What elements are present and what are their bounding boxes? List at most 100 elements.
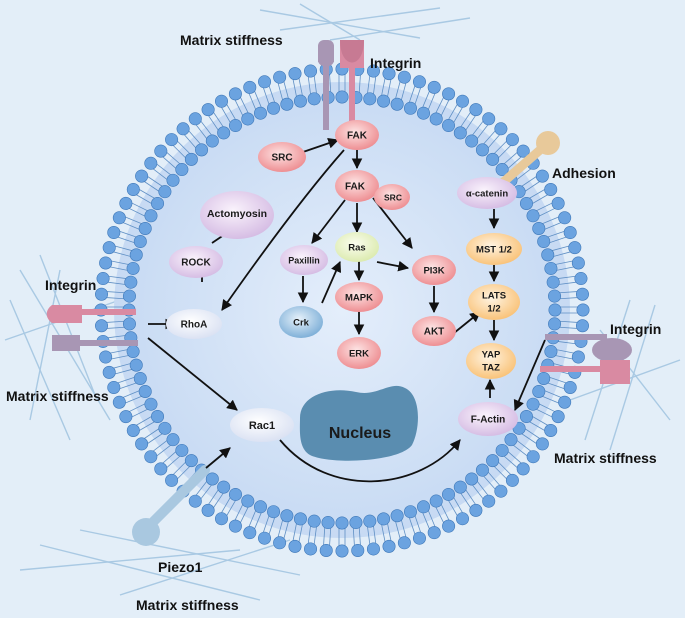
lipid-head bbox=[363, 92, 377, 106]
lipid-head bbox=[558, 395, 572, 409]
lipid-head bbox=[273, 536, 287, 550]
lipid-tail bbox=[358, 74, 361, 93]
lipid-head bbox=[351, 543, 365, 557]
paxillin-node: Paxillin bbox=[280, 245, 328, 275]
alpha-catenin-node: α-catenin bbox=[457, 177, 517, 209]
lipid-head bbox=[229, 487, 243, 501]
lipid-tail bbox=[277, 82, 284, 101]
lats-node: LATS 1/2 bbox=[468, 284, 520, 320]
lipid-head bbox=[158, 421, 172, 435]
lipid-tail bbox=[472, 484, 484, 500]
lipid-tail bbox=[408, 85, 416, 103]
lipid-tail bbox=[147, 433, 163, 444]
lipid-head bbox=[215, 94, 229, 108]
lipid-tail bbox=[248, 510, 257, 528]
lipid-tail bbox=[162, 451, 177, 464]
lipid-tail bbox=[358, 527, 361, 546]
adhesion-molecule bbox=[495, 131, 560, 190]
lipid-tail bbox=[381, 524, 386, 543]
lipid-tail bbox=[476, 124, 489, 140]
lipid-head bbox=[267, 505, 281, 519]
lipid-tail bbox=[460, 492, 471, 509]
lipid-tail bbox=[108, 275, 127, 279]
lipid-tail bbox=[277, 519, 284, 538]
lipid-head bbox=[307, 514, 321, 528]
lipid-head bbox=[217, 126, 231, 140]
lipid-head bbox=[122, 289, 136, 303]
lipid-tail bbox=[200, 484, 212, 500]
lipid-tail bbox=[373, 525, 377, 544]
lipid-head bbox=[390, 509, 404, 523]
lipid-head bbox=[563, 226, 577, 240]
lipid-head bbox=[551, 410, 565, 424]
lipid-tail bbox=[176, 140, 191, 155]
lipid-tail bbox=[532, 416, 549, 426]
lipid-tail bbox=[387, 523, 392, 541]
lipid-head bbox=[469, 103, 483, 117]
lipid-tail bbox=[542, 216, 560, 225]
lipid-tail bbox=[283, 81, 289, 99]
lipid-head bbox=[544, 423, 558, 437]
svg-text:AKT: AKT bbox=[424, 327, 445, 338]
lipid-head bbox=[397, 70, 411, 84]
lipid-tail bbox=[536, 202, 553, 212]
lipid-head bbox=[403, 505, 417, 519]
lipid-head bbox=[133, 371, 147, 385]
lipid-head bbox=[217, 480, 231, 494]
lipid-tail bbox=[254, 90, 262, 108]
lipid-tail bbox=[226, 103, 236, 120]
lipid-tail bbox=[106, 291, 125, 294]
lipid-head bbox=[363, 514, 377, 528]
rhoa-node: RhoA bbox=[166, 309, 222, 339]
lipid-head bbox=[188, 112, 202, 126]
lipid-head bbox=[154, 144, 168, 158]
lipid-tail bbox=[367, 75, 371, 94]
lipid-head bbox=[124, 275, 138, 289]
lipid-tail bbox=[414, 87, 422, 105]
lipid-tail bbox=[138, 421, 155, 431]
lipid-tail bbox=[156, 163, 172, 176]
lipid-tail bbox=[323, 527, 326, 546]
lipid-tail bbox=[128, 207, 146, 217]
lipid-head bbox=[135, 169, 149, 183]
lipid-head bbox=[151, 197, 165, 211]
lipid-head bbox=[442, 519, 456, 533]
matrix-stiffness-bottom-label: Matrix stiffness bbox=[136, 597, 239, 613]
lipid-head bbox=[119, 410, 133, 424]
lipid-head bbox=[465, 134, 479, 148]
integrin-right bbox=[540, 334, 632, 384]
lipid-tail bbox=[262, 87, 270, 105]
lipid-head bbox=[175, 163, 189, 177]
lipid-tail bbox=[524, 181, 541, 192]
lipid-tail bbox=[503, 455, 518, 469]
lipid-tail bbox=[536, 408, 553, 418]
lipid-tail bbox=[395, 81, 401, 99]
lipid-head bbox=[390, 97, 404, 111]
lipid-head bbox=[516, 462, 530, 476]
src-small-node: SRC bbox=[374, 184, 410, 210]
lipid-head bbox=[455, 512, 469, 526]
lipid-tail bbox=[313, 526, 317, 545]
lipid-head bbox=[154, 462, 168, 476]
lipid-head bbox=[176, 122, 190, 136]
lipid-tail bbox=[453, 106, 463, 123]
lipid-head bbox=[417, 106, 431, 120]
lipid-head bbox=[516, 144, 530, 158]
lipid-tail bbox=[124, 395, 142, 404]
integrin-top bbox=[318, 40, 364, 130]
lipid-tail bbox=[532, 194, 549, 204]
lipid-head bbox=[112, 395, 126, 409]
lipid-head bbox=[412, 531, 426, 545]
lipid-tail bbox=[427, 92, 436, 110]
lipid-head bbox=[544, 183, 558, 197]
lipid-head bbox=[215, 512, 229, 526]
lipid-head bbox=[535, 437, 549, 451]
lipid-head bbox=[335, 90, 349, 104]
lipid-tail bbox=[107, 335, 126, 339]
lipid-head bbox=[144, 209, 158, 223]
lipid-tail bbox=[143, 181, 160, 192]
lipid-tail bbox=[166, 151, 181, 165]
lipid-head bbox=[184, 454, 198, 468]
lipid-tail bbox=[448, 103, 458, 120]
lipid-head bbox=[241, 112, 255, 126]
